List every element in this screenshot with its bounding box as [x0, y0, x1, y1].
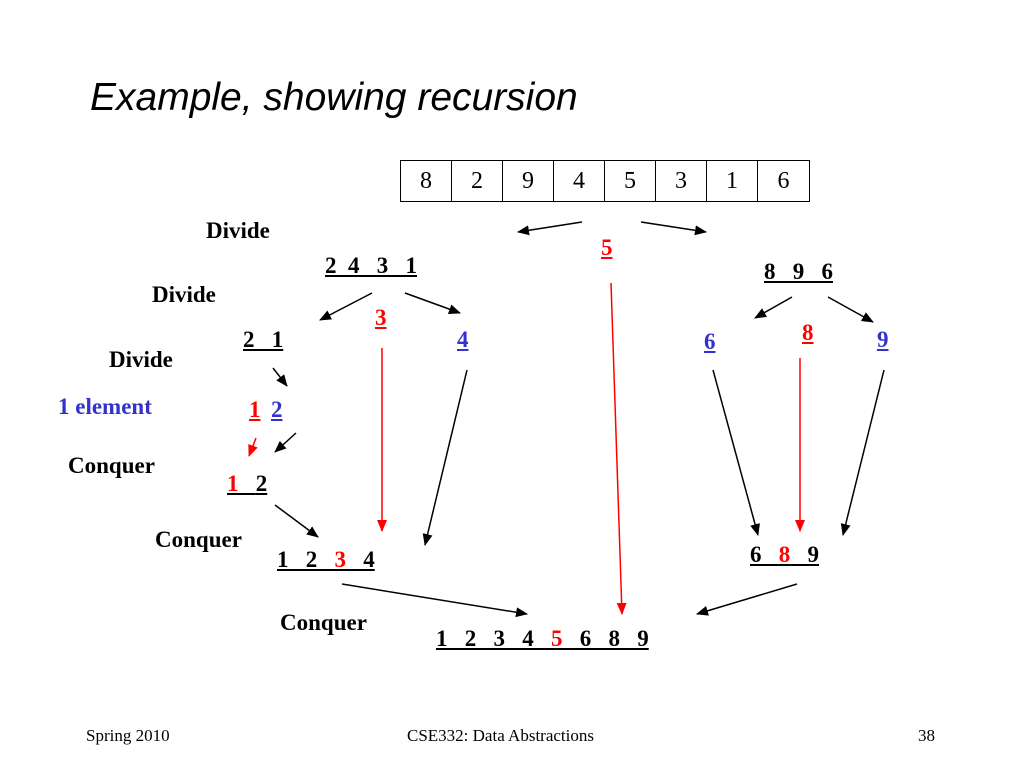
merged-left-pivot: 3	[334, 547, 347, 572]
singleton-6: 6	[704, 329, 716, 354]
input-array: 8 2 9 4 5 3 1 6	[400, 160, 810, 202]
right-subarray: 8 9 6	[764, 259, 833, 284]
pivot-arrow	[610, 282, 627, 615]
arrow	[272, 367, 288, 387]
arrow	[319, 292, 373, 321]
arrow	[754, 296, 793, 319]
footer-course: CSE332: Data Abstractions	[407, 726, 594, 745]
arrow	[517, 221, 583, 236]
arrow	[404, 292, 461, 314]
array-cell: 5	[605, 161, 656, 201]
array-cell: 1	[707, 161, 758, 201]
array-cell: 4	[554, 161, 605, 201]
merged-right-part: 6	[750, 542, 779, 567]
divide-label: Divide	[109, 347, 173, 372]
array-cell: 8	[401, 161, 452, 201]
conquered-2: 2	[255, 471, 268, 496]
array-cell: 9	[503, 161, 554, 201]
arrow	[341, 583, 528, 618]
merged-right-pivot: 8	[778, 542, 791, 567]
divide-label: Divide	[206, 218, 270, 243]
footer-date: Spring 2010	[86, 726, 170, 745]
arrow	[840, 369, 885, 536]
arrow	[640, 221, 707, 236]
arrow	[274, 504, 319, 538]
final-pivot: 5	[551, 626, 563, 651]
conquer-label: Conquer	[280, 610, 367, 635]
divide-label: Divide	[152, 282, 216, 307]
merged-right-part: 9	[790, 542, 820, 567]
conquered-1: 1	[227, 471, 239, 496]
arrow	[827, 296, 874, 323]
pivot-5: 5	[601, 235, 613, 260]
one-element-label: 1 element	[58, 394, 152, 419]
merged-right: 6 8 9	[750, 543, 819, 566]
singleton-2: 2	[271, 397, 283, 422]
arrow	[712, 369, 760, 536]
arrow	[274, 432, 297, 453]
final-part: 1 2 3 4	[436, 626, 551, 651]
left-subarray: 2 4 3 1	[325, 253, 417, 278]
singleton-9: 9	[877, 327, 889, 352]
array-cell: 2	[452, 161, 503, 201]
merged-left-part: 4	[346, 547, 375, 572]
conquer-label: Conquer	[68, 453, 155, 478]
array-cell: 6	[777, 168, 790, 194]
pivot-3: 3	[375, 305, 387, 330]
final-part: 6 8 9	[562, 626, 649, 651]
final-sorted: 1 2 3 4 5 6 8 9	[436, 627, 649, 650]
conquer-label: Conquer	[155, 527, 242, 552]
pivot-8: 8	[802, 320, 814, 345]
conquered-pair: 1 2	[227, 472, 267, 495]
slide-title: Example, showing recursion	[90, 76, 578, 119]
array-cell: 3	[656, 161, 707, 201]
singleton-1: 1	[249, 397, 261, 422]
merged-left-part: 1 2	[277, 547, 335, 572]
pivot-arrow	[248, 437, 258, 457]
left-left-subarray: 2 1	[243, 327, 284, 352]
slide-number: 38	[918, 726, 935, 745]
arrow	[696, 583, 798, 616]
merged-left: 1 2 3 4	[277, 548, 375, 571]
arrow	[422, 369, 468, 546]
singleton-4: 4	[457, 327, 469, 352]
